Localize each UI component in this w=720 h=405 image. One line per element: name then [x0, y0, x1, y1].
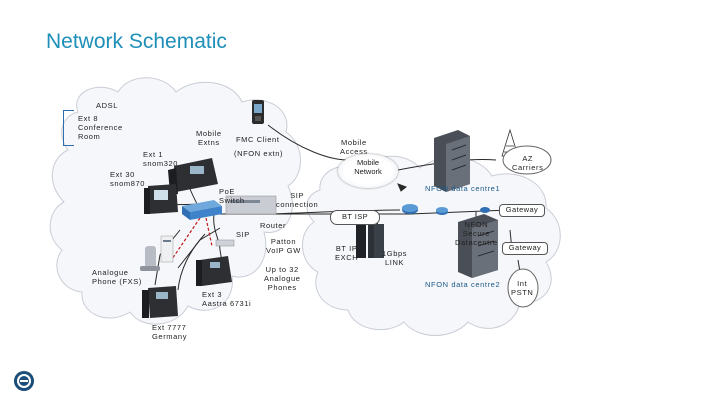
nfon-secure-label: NFON Secure Datacentre: [455, 220, 498, 247]
adsl-label: ADSL: [96, 101, 118, 110]
int-pstn-ellipse: [507, 268, 539, 308]
router-icon: [225, 195, 277, 215]
logo-mark-icon: [17, 374, 31, 388]
datacentre-building-icon: [434, 130, 470, 192]
ext30-label: Ext 30 snom870: [110, 170, 146, 188]
sip-connection-label: SIP connection: [276, 191, 319, 209]
gateway1-box: Gateway: [499, 204, 545, 217]
mobile-network-bubble: Mobile Network: [338, 154, 398, 188]
ext7777-label: Ext 7777 Germany: [152, 323, 188, 341]
nfon-extn-label: (NFON extn): [234, 149, 284, 158]
sip-label: SIP: [236, 230, 250, 239]
ext3-label: Ext 3 Aastra 6731i: [202, 290, 252, 308]
fmc-client-label: FMC Client: [236, 135, 280, 144]
ext1-label: Ext 1 snom320: [143, 150, 179, 168]
desk-phone-icon: [196, 256, 232, 286]
mobile-extns-label: Mobile Extns: [196, 129, 222, 147]
adsl-bracket: [63, 110, 74, 146]
gateway2-box: Gateway: [502, 242, 548, 255]
arrow-mobile-network: [397, 183, 407, 192]
network-node-icon: [402, 204, 418, 214]
bt-ip-exch-label: BT IP EXCH: [335, 244, 359, 262]
mobile-phone-icon: [252, 100, 264, 124]
datacentre-building-icon: [458, 214, 498, 278]
int-pstn-label: Int PSTN: [511, 279, 534, 297]
network-node-icon: [436, 207, 448, 215]
analogue-phone-icon: [140, 246, 160, 271]
nfon-dc1-label: NFON data centre1: [425, 184, 501, 193]
az-carriers-ellipse: [502, 145, 552, 175]
ext8-label: Ext 8 Conference Room: [78, 114, 123, 141]
network-node-icon: [480, 207, 490, 213]
fxs-adapter-icon: [160, 235, 174, 263]
mobile-access-label: Mobile Access: [340, 138, 368, 156]
poe-switch-label: PoE Switch: [219, 187, 245, 205]
up-to-32-label: Up to 32 Analogue Phones: [264, 265, 301, 292]
router-label: Router: [260, 221, 287, 230]
nfon-dc2-label: NFON data centre2: [425, 280, 501, 289]
desk-phone-icon: [142, 286, 178, 318]
patton-label: Patton VoIP GW: [266, 237, 301, 255]
page-title: Network Schematic: [46, 30, 227, 53]
server-rack-icon: [356, 220, 384, 258]
one-gbps-label: 1Gbps LINK: [382, 249, 408, 267]
desk-phone-icon: [144, 184, 178, 214]
patton-gateway-icon: [215, 239, 235, 247]
company-logo: [14, 371, 34, 391]
poe-switch-icon: [182, 200, 222, 220]
red-links: [169, 217, 213, 263]
az-carriers-label: AZ Carriers: [512, 154, 544, 172]
analogue-phone-label: Analogue Phone (FXS): [92, 268, 142, 286]
bt-isp-box: BT ISP: [330, 210, 380, 225]
